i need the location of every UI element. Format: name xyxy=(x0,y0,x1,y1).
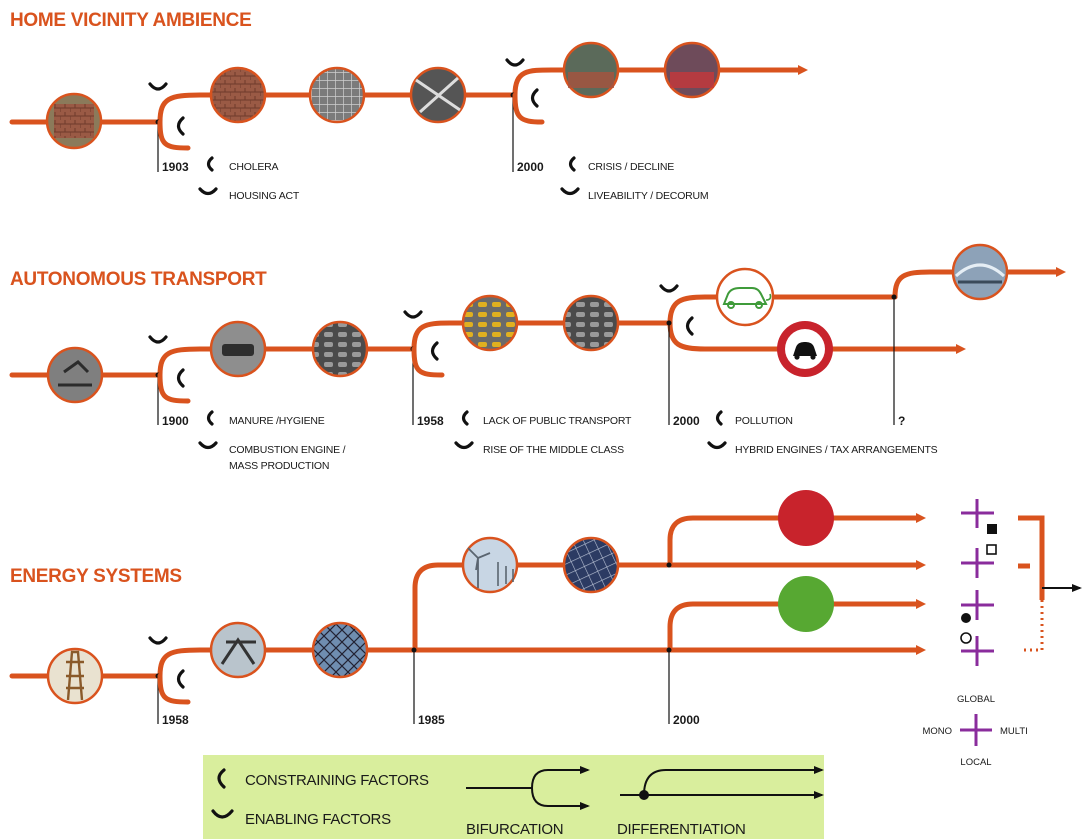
constraining-icon xyxy=(206,410,214,426)
year-label: 1958 xyxy=(417,414,444,428)
enabling-icon xyxy=(560,187,580,196)
no-cars-sign-icon xyxy=(777,321,833,377)
constraining-icon xyxy=(685,316,694,336)
enabling-icon xyxy=(148,82,168,91)
enabling-icon xyxy=(198,441,218,450)
enabling-icon xyxy=(707,441,727,450)
energy-section-title: ENERGY SYSTEMS xyxy=(10,566,182,587)
constraining-icon xyxy=(461,410,469,426)
year-label: 1903 xyxy=(162,160,189,174)
year-label: 2000 xyxy=(673,713,700,727)
axis-left-label: MONO xyxy=(922,726,952,737)
legend-bifurcation-label: BIFURCATION xyxy=(466,821,563,838)
constraining-icon xyxy=(430,341,439,361)
photo-car-parking xyxy=(311,320,369,378)
enabling-icon xyxy=(148,636,168,645)
constraining-factor: CHOLERA xyxy=(229,161,279,173)
constraining-factor: POLLUTION xyxy=(735,415,793,427)
axis-key: GLOBAL MONO MULTI LOCAL xyxy=(922,694,1027,768)
enabling-icon xyxy=(454,441,474,450)
year-label: 1958 xyxy=(162,713,189,727)
constraining-icon xyxy=(176,669,185,689)
home-timeline xyxy=(9,41,808,172)
photo-power-grid xyxy=(311,621,369,679)
enabling-factor: LIVEABILITY / DECORUM xyxy=(588,190,708,202)
photo-mine-tower xyxy=(46,647,104,705)
transport-timeline xyxy=(9,243,1066,425)
constraining-factor: CRISIS / DECLINE xyxy=(588,161,674,173)
home-section-title: HOME VICINITY AMBIENCE xyxy=(10,10,251,31)
enabling-icon xyxy=(403,310,423,319)
empty-circle-icon xyxy=(960,632,972,644)
filled-square-icon xyxy=(987,524,997,534)
red-circle xyxy=(778,490,834,546)
photo-vintage-car xyxy=(209,320,267,378)
bifurcation-glyph xyxy=(466,766,590,810)
legend-enabling-label: ENABLING FACTORS xyxy=(245,811,391,828)
constraining-factor: LACK OF PUBLIC TRANSPORT xyxy=(483,415,632,427)
photo-old-street xyxy=(45,92,103,150)
year-label: ? xyxy=(898,414,905,428)
photo-apartment-block xyxy=(308,66,366,124)
axis-top-label: GLOBAL xyxy=(957,694,995,705)
axis-bottom-label: LOCAL xyxy=(960,757,991,768)
constraining-icon xyxy=(176,368,185,388)
empty-square-icon xyxy=(986,544,997,555)
year-label: 2000 xyxy=(517,160,544,174)
legend-box: CONSTRAINING FACTORS ENABLING FACTORS BI… xyxy=(203,755,824,839)
enabling-icon xyxy=(505,58,525,67)
differentiation-glyph xyxy=(620,766,824,800)
axis-right-label: MULTI xyxy=(1000,726,1028,737)
enabling-factor: RISE OF THE MIDDLE CLASS xyxy=(483,444,624,456)
enabling-icon xyxy=(211,809,234,819)
transport-section-title: AUTONOMOUS TRANSPORT xyxy=(10,269,267,290)
energy-timeline xyxy=(9,490,926,724)
constraining-icon xyxy=(715,410,723,426)
home-labels: 1903 CHOLERA HOUSING ACT 2000 CRISIS / D… xyxy=(162,156,709,202)
constraining-icon xyxy=(217,768,226,789)
enabling-icon xyxy=(659,284,679,293)
constraining-factor: MANURE /HYGIENE xyxy=(229,415,325,427)
photo-oil-pump xyxy=(209,621,267,679)
constraining-icon xyxy=(568,156,576,172)
enabling-factor-line1: COMBUSTION ENGINE / xyxy=(229,444,346,456)
photo-aerial-city xyxy=(409,66,467,124)
photo-taxi-traffic xyxy=(461,294,519,352)
enabling-factor: HYBRID ENGINES / TAX ARRANGEMENTS xyxy=(735,444,938,456)
photo-street-crowd xyxy=(562,41,620,99)
constraining-icon xyxy=(206,156,214,172)
year-label: 1900 xyxy=(162,414,189,428)
enabling-factor: HOUSING ACT xyxy=(229,190,300,202)
constraining-icon xyxy=(176,116,185,136)
enabling-icon xyxy=(198,187,218,196)
classification-symbols xyxy=(960,499,1082,666)
photo-traffic-jam xyxy=(562,294,620,352)
legend-constraining-label: CONSTRAINING FACTORS xyxy=(245,772,429,789)
photo-solar-panels xyxy=(562,536,620,594)
photo-wind-turbines xyxy=(461,536,519,594)
energy-labels: 1958 1985 2000 xyxy=(162,713,700,727)
photo-modern-station xyxy=(951,243,1009,301)
year-label: 2000 xyxy=(673,414,700,428)
photo-brick-housing xyxy=(209,66,267,124)
photo-market-street xyxy=(663,41,721,99)
year-label: 1985 xyxy=(418,713,445,727)
constraining-icon xyxy=(530,88,539,108)
enabling-factor-line2: MASS PRODUCTION xyxy=(229,460,329,472)
filled-circle-icon xyxy=(961,613,971,623)
green-circle xyxy=(778,576,834,632)
electric-car-icon xyxy=(715,267,775,327)
enabling-icon xyxy=(148,335,168,344)
transport-labels: 1900 MANURE /HYGIENE COMBUSTION ENGINE /… xyxy=(162,410,938,472)
photo-horse-carriage xyxy=(46,346,104,404)
legend-differentiation-label: DIFFERENTIATION xyxy=(617,821,746,838)
